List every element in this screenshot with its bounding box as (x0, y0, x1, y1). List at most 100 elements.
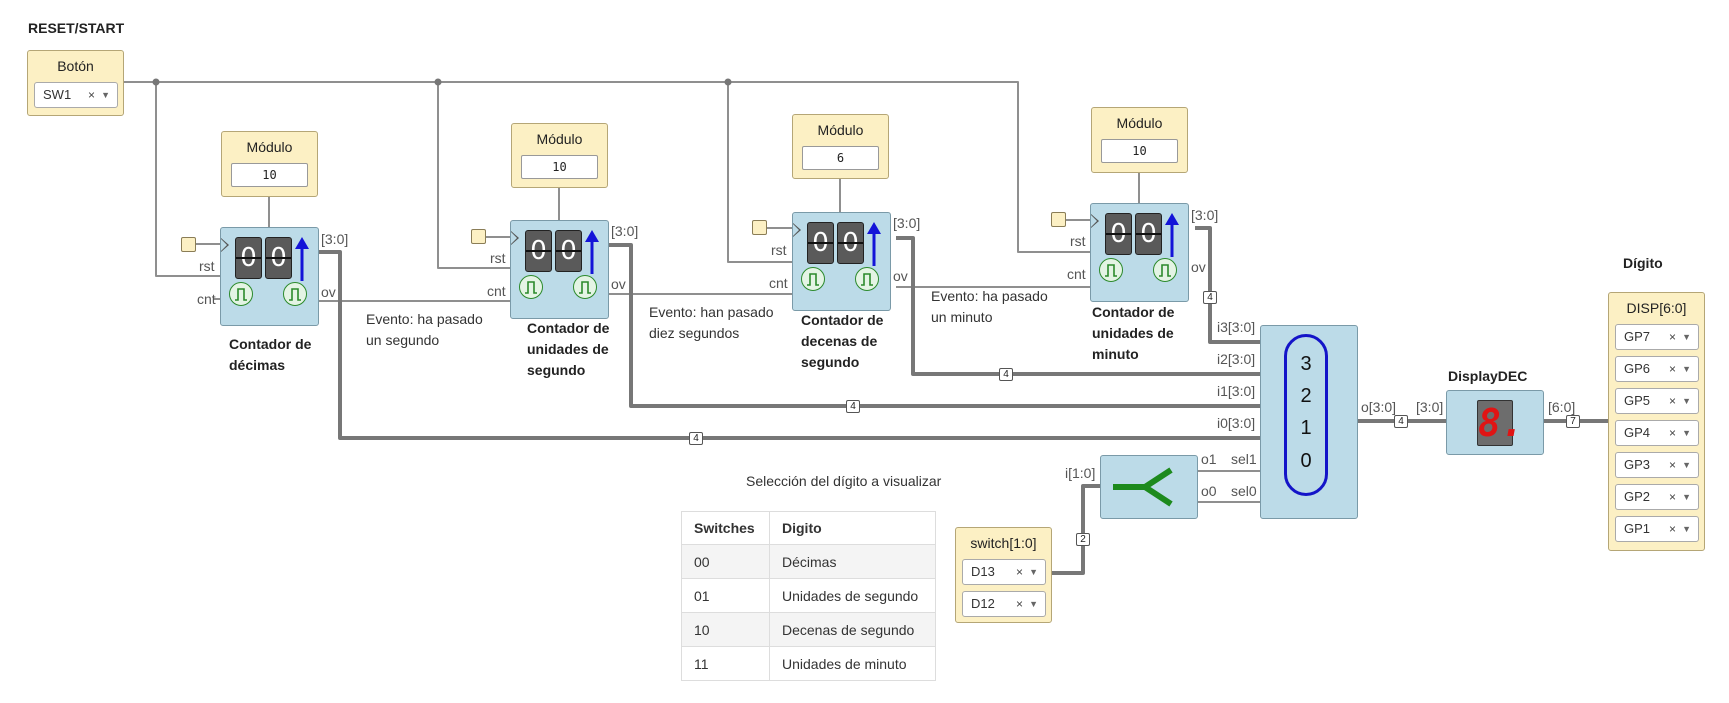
bus-splitter[interactable] (1100, 455, 1198, 519)
out-bits-label: [3:0] (893, 215, 921, 231)
counter-digit: 0 (807, 222, 834, 264)
splitter-out-label-o0: o0 (1201, 483, 1217, 499)
table-row: 10 Decenas de segundo (681, 612, 936, 647)
bus-i1 (609, 243, 1260, 408)
digit-output-title: DISP[6:0] (1626, 300, 1687, 316)
chevron-down-icon[interactable]: ▼ (101, 90, 110, 100)
junction-dot (434, 78, 442, 86)
selection-title: Selección del dígito a visualizar (746, 473, 942, 489)
out-bits-label: [3:0] (611, 223, 639, 239)
table-cell: Unidades de segundo (769, 578, 936, 613)
module-block-2[interactable]: Módulo 10 (511, 123, 608, 188)
selection-table: Switches Digito 00 Décimas 01 Unidades d… (681, 511, 936, 681)
count-up-arrow-icon (585, 230, 599, 274)
module-block-3[interactable]: Módulo 6 (792, 114, 889, 179)
bus-width-badge: 4 (846, 400, 860, 413)
chevron-down-icon[interactable]: ▼ (1682, 428, 1691, 438)
clear-icon[interactable]: × (1668, 362, 1676, 376)
pin-select-gp7[interactable]: GP7×▼ (1615, 324, 1699, 350)
counter-digit: 0 (1105, 213, 1132, 255)
pulse-icon (519, 275, 543, 299)
counter-unidades-minuto[interactable]: 0 0 (1090, 203, 1189, 302)
out-bits-label: [3:0] (1191, 207, 1219, 223)
module-block-4[interactable]: Módulo 10 (1091, 107, 1188, 173)
table-cell: 10 (681, 612, 770, 647)
module-value-field[interactable]: 10 (1101, 139, 1178, 163)
mux-input-label-i3: i3[3:0] (1217, 319, 1256, 335)
table-cell: Decenas de segundo (769, 612, 936, 647)
table-cell: Décimas (769, 544, 936, 579)
chevron-down-icon[interactable]: ▼ (1682, 332, 1691, 342)
chevron-down-icon[interactable]: ▼ (1682, 460, 1691, 470)
cnt-label: cnt (487, 283, 506, 299)
pulse-icon (801, 267, 825, 291)
sel1-label: sel1 (1231, 451, 1257, 467)
pin-select-gp6[interactable]: GP6×▼ (1615, 356, 1699, 382)
rst-label: rst (199, 258, 215, 274)
pulse-icon (229, 282, 253, 306)
pin-select-gp4[interactable]: GP4×▼ (1615, 420, 1699, 446)
multiplexer[interactable]: 3 2 1 0 (1260, 325, 1358, 519)
clock-marker-icon (793, 223, 801, 237)
digit-output-block[interactable]: DISP[6:0] GP7×▼ GP6×▼ GP5×▼ GP4×▼ GP3×▼ … (1608, 292, 1705, 551)
module-value-field[interactable]: 10 (521, 155, 598, 179)
chevron-down-icon[interactable]: ▼ (1029, 599, 1038, 609)
module-value-field[interactable]: 6 (802, 146, 879, 170)
splitter-out-label-o1: o1 (1201, 451, 1217, 467)
cnt-label: cnt (197, 291, 216, 307)
chevron-down-icon[interactable]: ▼ (1682, 364, 1691, 374)
pin-select-d13[interactable]: D13×▼ (962, 559, 1046, 585)
mux-selector-oval: 3 2 1 0 (1284, 334, 1328, 496)
clock-input[interactable] (1051, 212, 1066, 227)
count-up-arrow-icon (295, 237, 309, 281)
counter-unidades-segundo[interactable]: 0 0 (510, 220, 609, 319)
pin-select-gp2[interactable]: GP2×▼ (1615, 484, 1699, 510)
clock-input[interactable] (752, 220, 767, 235)
display-dec-block[interactable]: 8. (1446, 390, 1544, 455)
chevron-down-icon[interactable]: ▼ (1682, 492, 1691, 502)
clear-icon[interactable]: × (1668, 330, 1676, 344)
table-row: 11 Unidades de minuto (681, 646, 936, 681)
clear-icon[interactable]: × (1015, 565, 1023, 579)
clear-icon[interactable]: × (1015, 597, 1023, 611)
counter-decimas[interactable]: 0 0 (220, 227, 319, 326)
clear-icon[interactable]: × (1668, 394, 1676, 408)
clear-icon[interactable]: × (1668, 522, 1676, 536)
out-bits-label: [3:0] (321, 231, 349, 247)
table-cell: 01 (681, 578, 770, 613)
clear-icon[interactable]: × (1668, 458, 1676, 472)
switch-block[interactable]: switch[1:0] D13×▼ D12×▼ (955, 527, 1052, 623)
counter-decenas-segundo[interactable]: 0 0 (792, 212, 891, 311)
clear-icon[interactable]: × (1668, 426, 1676, 440)
clock-input[interactable] (471, 229, 486, 244)
bus-width-badge: 4 (999, 368, 1013, 381)
chevron-down-icon[interactable]: ▼ (1029, 567, 1038, 577)
clear-icon[interactable]: × (1668, 490, 1676, 504)
module-block-1[interactable]: Módulo 10 (221, 131, 318, 197)
junction-dot (152, 78, 160, 86)
splitter-input-label: i[1:0] (1065, 465, 1096, 481)
split-icon (1113, 467, 1173, 507)
clock-input[interactable] (181, 237, 196, 252)
ov-label: ov (1191, 259, 1206, 275)
pulse-icon (1099, 258, 1123, 282)
mux-output-label: o[3:0] (1361, 399, 1397, 415)
cnt-label: cnt (769, 275, 788, 291)
pin-select-gp3[interactable]: GP3×▼ (1615, 452, 1699, 478)
module-value-field[interactable]: 10 (231, 163, 308, 187)
pin-select-gp5[interactable]: GP5×▼ (1615, 388, 1699, 414)
counter-digit: 0 (837, 222, 864, 264)
pin-select-d12[interactable]: D12×▼ (962, 591, 1046, 617)
table-row: 00 Décimas (681, 544, 936, 579)
bus-width-badge: 7 (1566, 415, 1580, 428)
button-pin-select[interactable]: SW1 × ▼ (34, 82, 118, 108)
table-row: 01 Unidades de segundo (681, 578, 936, 613)
chevron-down-icon[interactable]: ▼ (1682, 524, 1691, 534)
button-block[interactable]: Botón SW1 × ▼ (27, 50, 124, 116)
chevron-down-icon[interactable]: ▼ (1682, 396, 1691, 406)
clear-icon[interactable]: × (87, 88, 95, 102)
digit-label: Dígito (1623, 255, 1663, 271)
reset-start-title: RESET/START (28, 20, 125, 36)
pin-select-gp1[interactable]: GP1×▼ (1615, 516, 1699, 542)
